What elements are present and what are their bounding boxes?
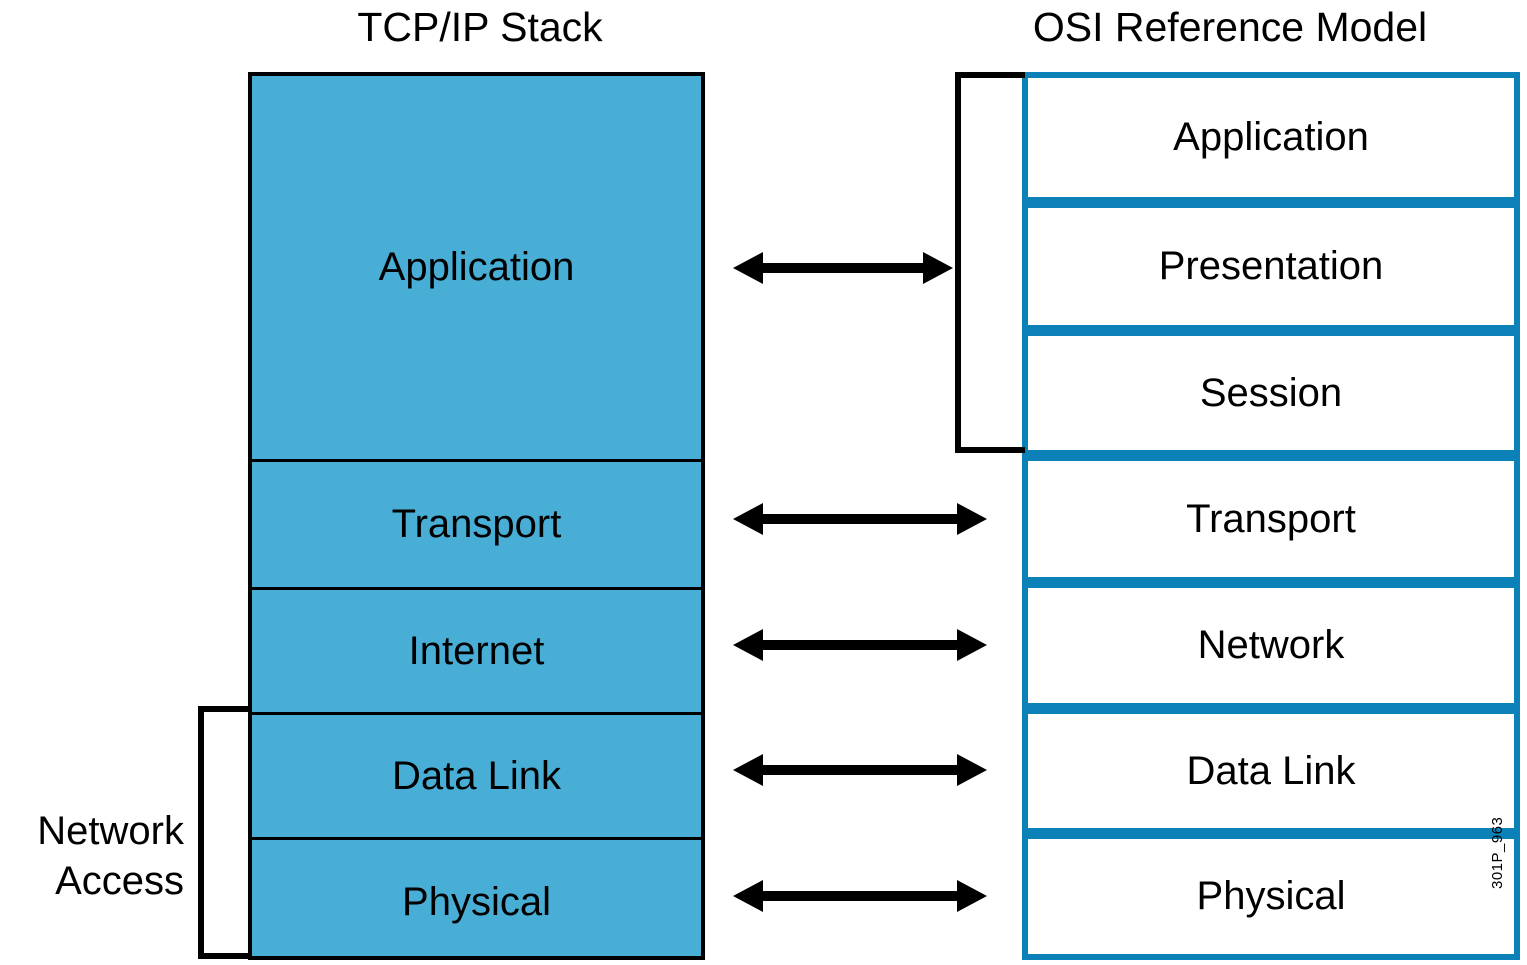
tcpip-layer-physical: Physical: [252, 837, 701, 964]
tcpip-layer-application-label: Application: [378, 245, 575, 289]
osi-layer-network: Network: [1022, 582, 1520, 709]
mapping-arrow-2: [733, 503, 987, 535]
osi-stack: Application Presentation Session Transpo…: [1022, 72, 1520, 960]
network-access-label-line-2: Access: [55, 859, 184, 903]
tcpip-stack-title: TCP/IP Stack: [357, 4, 603, 50]
network-access-bracket: [198, 706, 252, 959]
tcpip-layer-transport: Transport: [252, 459, 701, 587]
tcpip-layer-data-link: Data Link: [252, 712, 701, 837]
tcpip-layer-physical-label: Physical: [402, 879, 551, 924]
network-access-label-line-1: Network: [37, 809, 184, 853]
mapping-arrow-3: [733, 629, 987, 661]
mapping-arrow-4: [733, 754, 987, 786]
osi-layer-presentation: Presentation: [1022, 202, 1520, 331]
osi-layer-data-link: Data Link: [1022, 708, 1520, 834]
osi-layer-transport-label: Transport: [1186, 496, 1356, 541]
tcpip-layer-application: Application: [252, 76, 701, 459]
mapping-arrow-1: [733, 252, 953, 284]
tcpip-layer-data-link-label: Data Link: [392, 753, 561, 798]
osi-layer-physical-label: Physical: [1196, 874, 1346, 918]
osi-layer-session-label: Session: [1199, 370, 1343, 415]
tcpip-layer-internet: Internet: [252, 587, 701, 712]
osi-layer-application: Application: [1022, 72, 1520, 203]
tcpip-layer-transport-label: Transport: [391, 502, 562, 546]
mapping-arrow-5: [733, 880, 987, 912]
tcpip-stack: Application Transport Internet Data Link…: [248, 72, 705, 960]
osi-layer-session: Session: [1022, 330, 1520, 456]
osi-layer-application-label: Application: [1173, 115, 1369, 159]
osi-layer-transport: Transport: [1022, 455, 1520, 583]
network-access-label: Network Access: [0, 806, 184, 906]
osi-reference-model-title: OSI Reference Model: [1032, 4, 1428, 50]
tcpip-layer-internet-label: Internet: [408, 628, 545, 673]
figure-reference-code: 301P_963: [1489, 816, 1506, 889]
osi-layer-physical: Physical: [1022, 833, 1520, 960]
osi-layer-presentation-label: Presentation: [1158, 244, 1384, 288]
osi-layer-network-label: Network: [1197, 623, 1345, 667]
osi-layer-data-link-label: Data Link: [1186, 748, 1356, 793]
application-grouping-bracket: [955, 72, 1025, 453]
